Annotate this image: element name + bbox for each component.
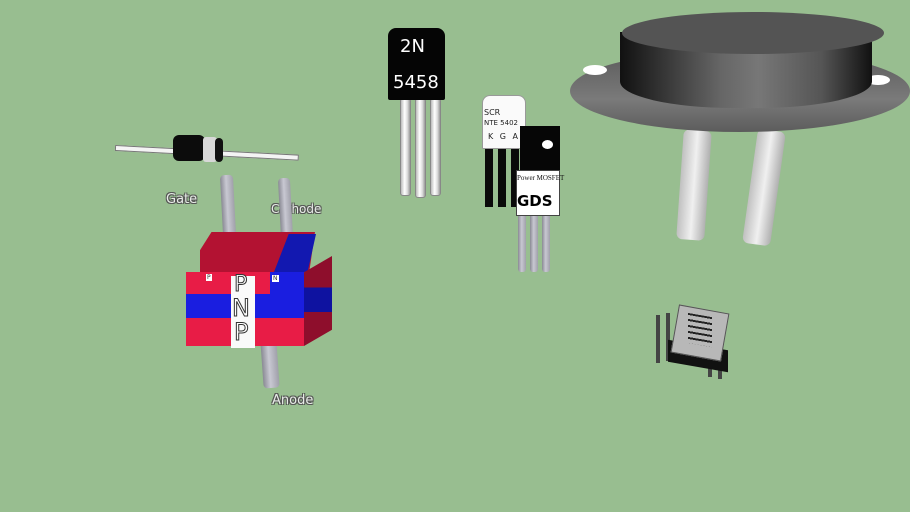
scr-nte5402: SCR NTE 5402 K G A — [482, 95, 527, 210]
to3-mount-hole-left — [583, 65, 607, 75]
layer-p-top: P — [233, 272, 248, 298]
to3-transistor — [570, 10, 910, 250]
transistor-label-line2: 5458 — [393, 72, 439, 93]
anode-label: Anode — [272, 393, 314, 408]
layer-p-small: P — [206, 274, 212, 281]
layer-p-bottom: P — [233, 318, 249, 347]
diode-cathode-band — [203, 137, 217, 162]
transistor-label-line1: 2N — [400, 36, 425, 57]
layer-n-small: N — [272, 275, 279, 282]
to3-can-top — [622, 12, 884, 54]
mosfet-pin-labels: GDS — [517, 192, 553, 210]
transistor-2n5458: 2N 5458 — [388, 28, 448, 198]
scr-label-line1: SCR — [484, 108, 501, 117]
diode — [114, 135, 300, 175]
mosfet-tab-hole — [542, 140, 553, 149]
gate-label: Gate — [166, 192, 198, 207]
power-mosfet: Power MOSFET GDS — [514, 126, 564, 276]
diode-body — [173, 135, 205, 161]
to3-mount-hole-right — [866, 75, 890, 85]
dip8-ic — [652, 304, 732, 380]
mosfet-label: Power MOSFET — [517, 174, 565, 182]
scr-label-line2: NTE 5402 — [484, 119, 518, 127]
pnpn-block: P N P P N — [186, 232, 332, 348]
layer-n-middle: N — [232, 294, 251, 323]
scr-pin-labels: K G A — [488, 132, 521, 141]
